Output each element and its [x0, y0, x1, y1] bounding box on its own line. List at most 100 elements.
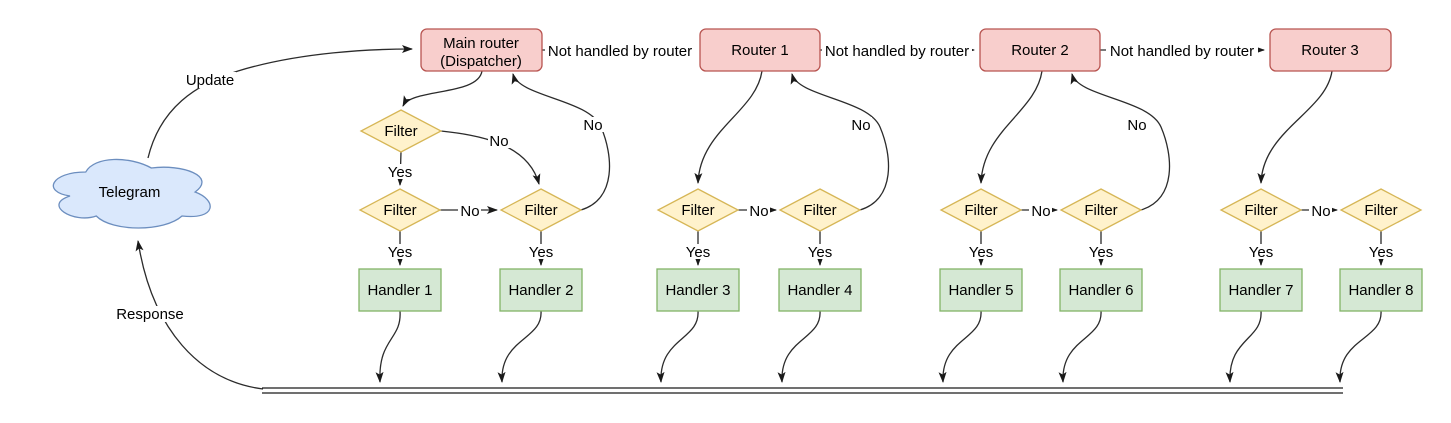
yes-label: Yes	[808, 244, 832, 261]
edge-label-yes-7: Yes	[1248, 244, 1275, 261]
edge-router2-to-filter	[977, 70, 1043, 184]
edge-label-not-handled-1: Not handled by router	[545, 42, 695, 60]
node-router-2: Router 2	[979, 28, 1101, 72]
telegram-label: Telegram	[99, 184, 161, 201]
filter-diamond	[1339, 188, 1423, 232]
edge-label-no-router2-pair: No	[1029, 203, 1052, 220]
yes-label: Yes	[1249, 244, 1273, 261]
not-handled-label: Not handled by router	[1110, 43, 1254, 60]
handler-box	[939, 268, 1023, 312]
edge-handler3-out	[656, 310, 699, 383]
edge-label-update: Update	[184, 72, 236, 89]
filter-label: Filter	[803, 202, 836, 219]
edge-label-yes-2: Yes	[528, 244, 555, 261]
node-handler-4: Handler 4	[778, 268, 862, 312]
filter-diamond	[1059, 188, 1143, 232]
node-router-3: Router 3	[1269, 28, 1392, 72]
edge-return-to-dispatcher-no	[511, 73, 611, 211]
edge-router3-to-filter	[1257, 70, 1333, 184]
no-label: No	[851, 117, 870, 134]
filter-label: Filter	[964, 202, 997, 219]
filter-diamond	[499, 188, 583, 232]
no-label: No	[583, 117, 602, 134]
edge-handler8-out	[1335, 310, 1382, 383]
edge-handler1-out	[375, 310, 401, 383]
yes-label: Yes	[1089, 244, 1113, 261]
node-handler-1: Handler 1	[358, 268, 442, 312]
filter-label: Filter	[384, 123, 417, 140]
update-label: Update	[186, 72, 234, 89]
main-router-label-line2: (Dispatcher)	[440, 53, 522, 70]
filter-diamond	[939, 188, 1023, 232]
edge-label-yes-5: Yes	[968, 244, 995, 261]
dispatcher-filter-left: Filter	[358, 188, 442, 232]
edge-label-no-return-router1: No	[849, 117, 872, 134]
handler-label: Handler 4	[787, 282, 852, 299]
handler-label: Handler 2	[508, 282, 573, 299]
router2-box	[979, 28, 1101, 72]
handler-label: Handler 6	[1068, 282, 1133, 299]
edge-label-yes-4: Yes	[807, 244, 834, 261]
edge-dispatcher-to-top-filter	[402, 70, 483, 107]
handler-box	[358, 268, 442, 312]
dispatcher-filter-right: Filter	[499, 188, 583, 232]
filter-label: Filter	[524, 202, 557, 219]
edge-router1-to-filter	[694, 70, 763, 184]
filter-label: Filter	[1364, 202, 1397, 219]
handler-box	[1219, 268, 1303, 312]
no-label: No	[460, 203, 479, 220]
filter-diamond	[656, 188, 740, 232]
filter-diamond	[358, 188, 442, 232]
edge-return-to-router2-no	[1070, 73, 1171, 211]
edge-update	[147, 45, 413, 159]
edge-label-no-router1-pair: No	[747, 203, 770, 220]
edge-label-no-return-router2: No	[1126, 117, 1149, 134]
handler-box	[656, 268, 740, 312]
edge-handler4-out	[777, 310, 821, 383]
handler-label: Handler 3	[665, 282, 730, 299]
filter-diamond	[778, 188, 862, 232]
node-handler-8: Handler 8	[1339, 268, 1423, 312]
yes-label: Yes	[388, 244, 412, 261]
router2-filter-right: Filter	[1059, 188, 1143, 232]
handler-label: Handler 5	[948, 282, 1013, 299]
edge-label-not-handled-3: Not handled by router	[1106, 42, 1258, 60]
filter-label: Filter	[681, 202, 714, 219]
yes-label: Yes	[1369, 244, 1393, 261]
edges	[135, 45, 1385, 394]
router1-filter-right: Filter	[778, 188, 862, 232]
edge-return-to-router1-no	[790, 73, 890, 211]
router1-filter-left: Filter	[656, 188, 740, 232]
not-handled-label: Not handled by router	[825, 43, 969, 60]
filter-label: Filter	[1084, 202, 1117, 219]
edge-label-response: Response	[116, 306, 184, 323]
edge-label-no-router3-pair: No	[1309, 203, 1332, 220]
edge-handler6-out	[1058, 310, 1102, 383]
edge-label-yes-3: Yes	[685, 244, 712, 261]
cloud-shape	[52, 158, 211, 229]
node-router-1: Router 1	[699, 28, 821, 72]
node-handler-3: Handler 3	[656, 268, 740, 312]
no-label: No	[1031, 203, 1050, 220]
router1-box	[699, 28, 821, 72]
no-label: No	[489, 133, 508, 150]
dispatcher-top-filter: Filter	[359, 109, 443, 153]
yes-label: Yes	[388, 164, 412, 181]
handler-label: Handler 8	[1348, 282, 1413, 299]
main-router-label-line1: Main router	[443, 35, 519, 52]
router3-filter-left: Filter	[1219, 188, 1303, 232]
edge-label-no-dispatcher-pair: No	[458, 203, 481, 220]
telegram-cloud: Telegram	[52, 158, 211, 229]
router3-filter-right: Filter	[1339, 188, 1423, 232]
yes-label: Yes	[969, 244, 993, 261]
router2-filter-left: Filter	[939, 188, 1023, 232]
node-handler-6: Handler 6	[1059, 268, 1143, 312]
edge-label-no-topfilter: No	[488, 133, 511, 150]
edge-label-yes-6: Yes	[1088, 244, 1115, 261]
response-label: Response	[116, 306, 184, 323]
handler-box	[499, 268, 583, 312]
filter-label: Filter	[383, 202, 416, 219]
edge-handler7-out	[1225, 310, 1262, 383]
